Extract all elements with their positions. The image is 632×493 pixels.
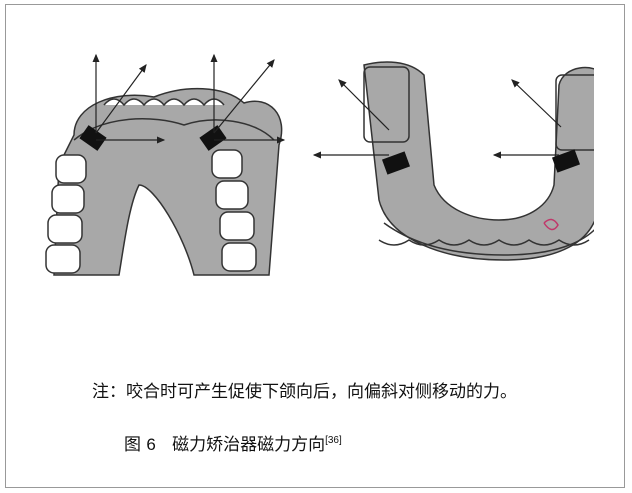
figure-frame: 注：咬合时可产生促使下颌向后，向偏斜对侧移动的力。 图 6 磁力矫治器磁力方向[…	[5, 4, 625, 488]
lower-arch-illustration	[314, 62, 594, 260]
figure-note: 注：咬合时可产生促使下颌向后，向偏斜对侧移动的力。	[92, 377, 517, 402]
dental-diagram	[34, 45, 594, 285]
caption-number: 6	[146, 435, 155, 454]
caption-reference: [36]	[325, 435, 342, 446]
caption-prefix: 图	[124, 435, 141, 455]
figure-caption: 图 6 磁力矫治器磁力方向[36]	[124, 430, 342, 455]
caption-title: 磁力矫治器磁力方向	[172, 435, 325, 455]
upper-arch-illustration	[46, 55, 284, 275]
